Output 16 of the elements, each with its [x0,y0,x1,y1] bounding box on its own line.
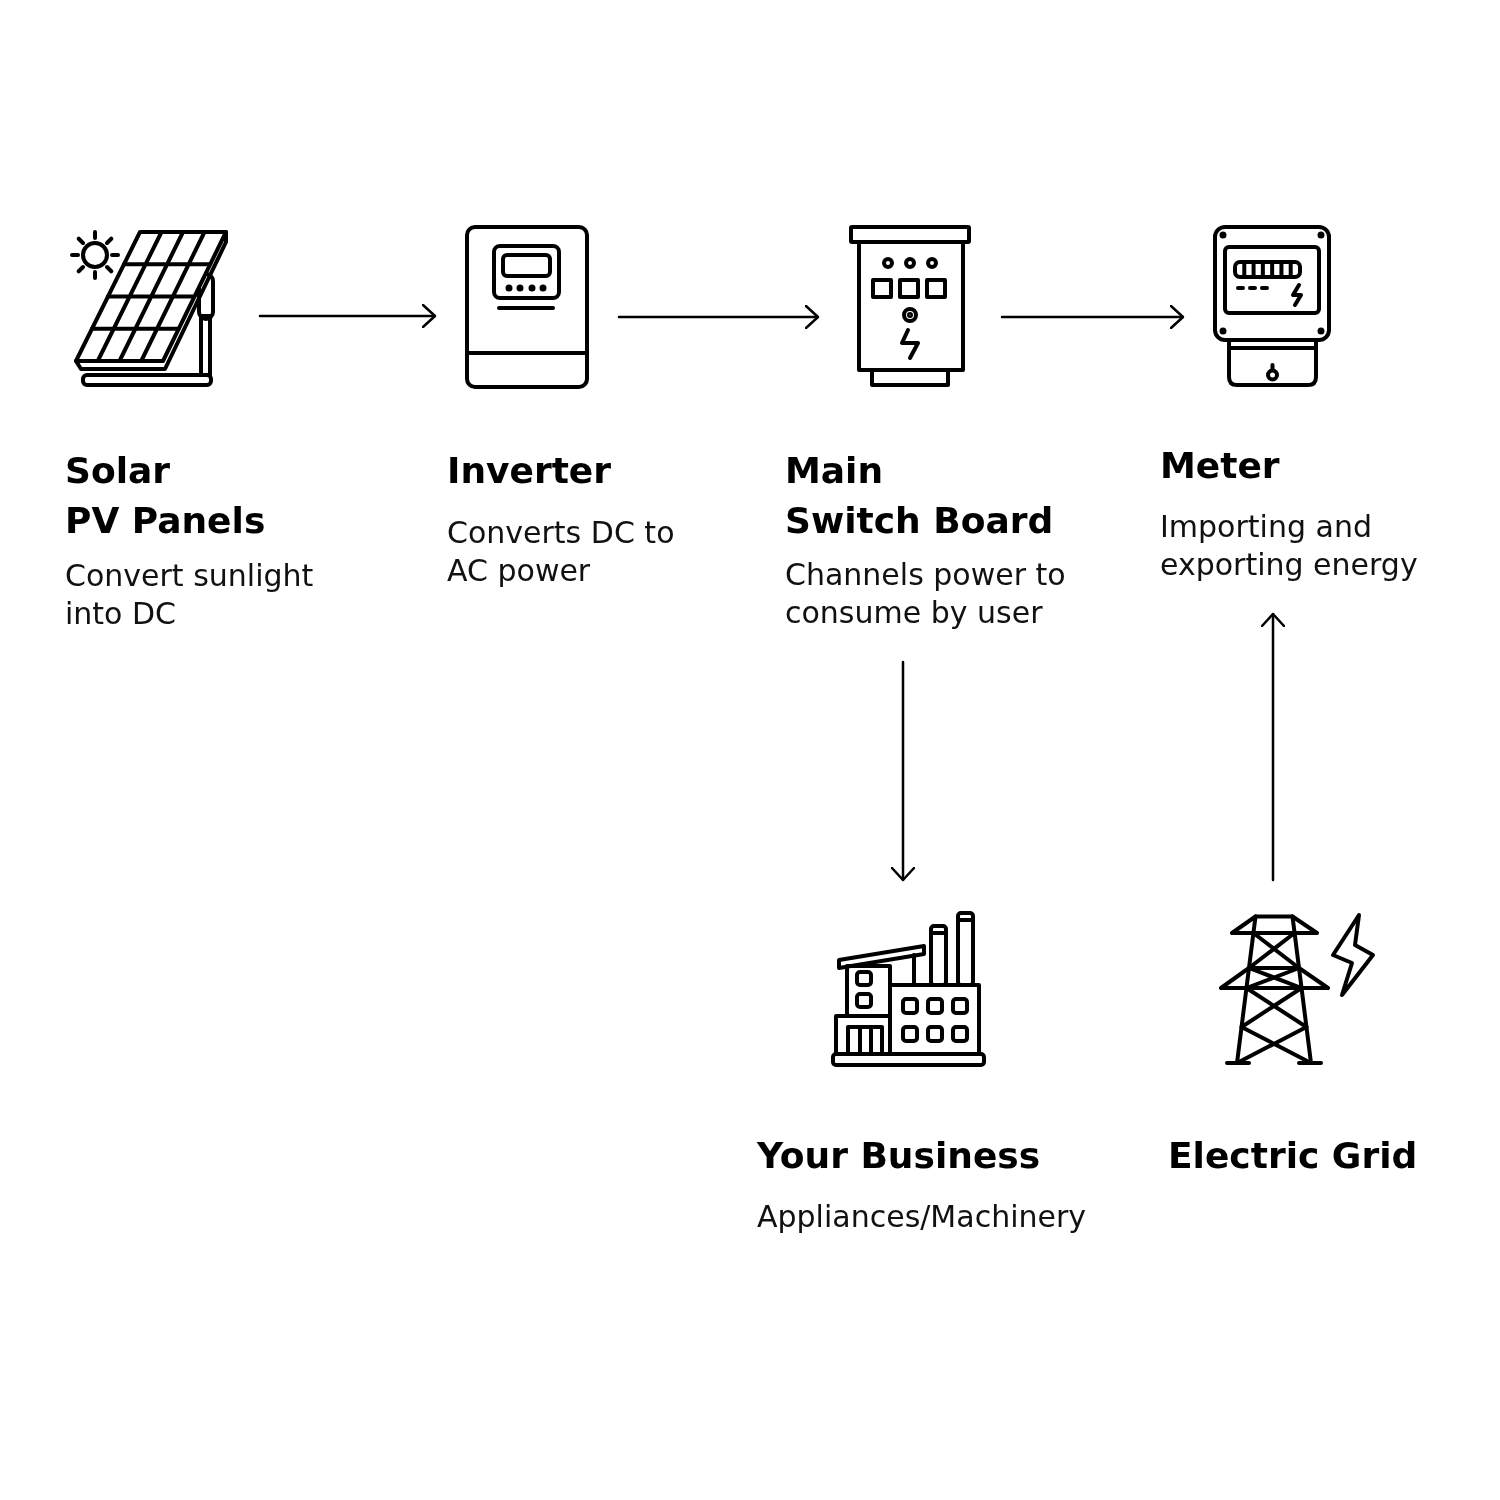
step-description: Convert sunlight into DC [65,557,315,633]
step-description: Channels power to consume by user [785,556,1067,632]
step-description: Appliances/Machinery [757,1198,1087,1236]
step-title: Inverter [447,449,612,493]
step-title: Meter [1160,444,1280,488]
step-description: Converts DC to AC power [447,514,676,590]
arrow [1260,612,1286,882]
arrow [890,660,916,882]
step-title: Your Business [757,1134,1041,1178]
arrow [617,304,820,330]
step-title: Electric Grid [1168,1134,1418,1178]
step-title: Solar PV Panels [65,449,266,543]
step-title: Main Switch Board [785,449,1054,543]
arrow [1000,304,1185,330]
step-description: Importing and exporting energy [1160,508,1419,584]
arrow [258,303,437,329]
